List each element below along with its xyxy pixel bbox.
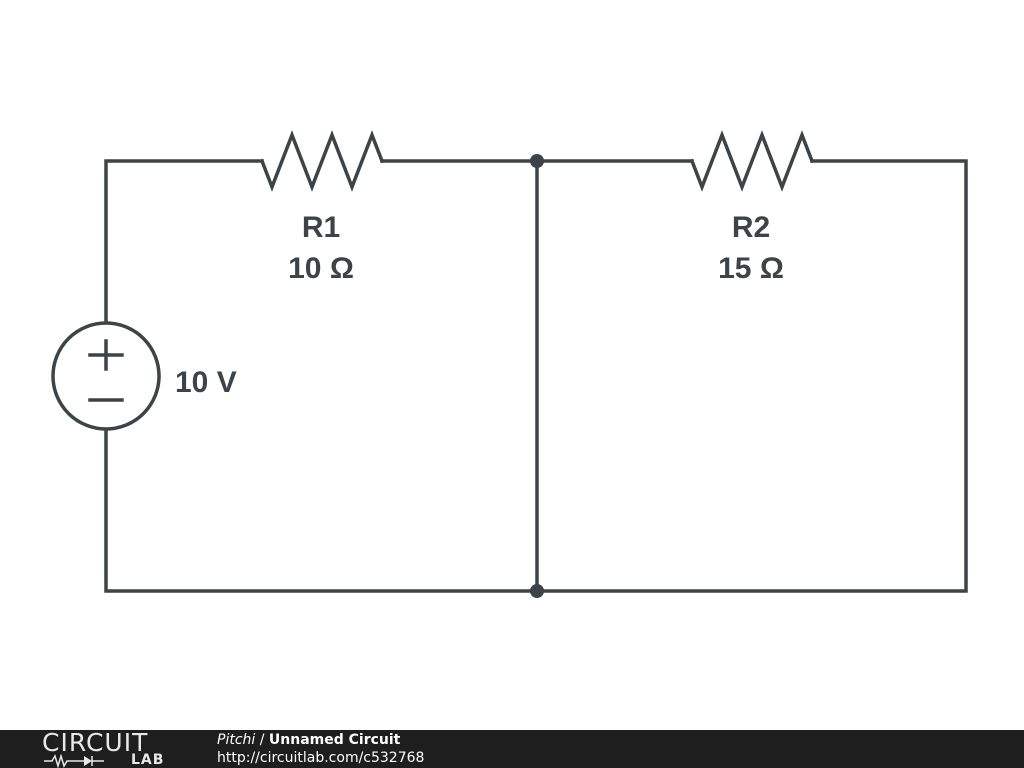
resistor-r1-symbol[interactable]: [259, 130, 385, 192]
r2-name-label: R2: [732, 211, 770, 244]
junction-top: [530, 154, 544, 168]
logo-lab-text: LAB: [131, 752, 165, 768]
footer-separator: /: [255, 732, 269, 748]
footer-bar: CIRCUIT LAB Pitchi / Unnamed Circuit htt…: [0, 730, 1024, 768]
r1-name-label: R1: [302, 211, 340, 244]
diode-logo-icon: [44, 754, 104, 768]
r2-value-label: 15 Ω: [718, 252, 784, 285]
logo-circuit-text: CIRCUIT: [42, 728, 149, 757]
wire-left-top: [104, 159, 264, 324]
footer-circuit-name[interactable]: Unnamed Circuit: [268, 732, 401, 748]
junction-bottom: [530, 584, 544, 598]
footer-title: Pitchi / Unnamed Circuit: [217, 732, 400, 748]
source-value-label: 10 V: [175, 366, 237, 399]
circuit-schematic: R1 10 Ω R2 15 Ω 10 V: [51, 130, 968, 598]
footer-user-link[interactable]: Pitchi: [217, 732, 256, 748]
footer-url-link[interactable]: http://circuitlab.com/c532768: [217, 750, 425, 766]
resistor-r2-symbol[interactable]: [689, 130, 815, 192]
wire-right: [104, 159, 968, 593]
r1-value-label: 10 Ω: [288, 252, 354, 285]
voltage-source-symbol[interactable]: [51, 321, 161, 431]
